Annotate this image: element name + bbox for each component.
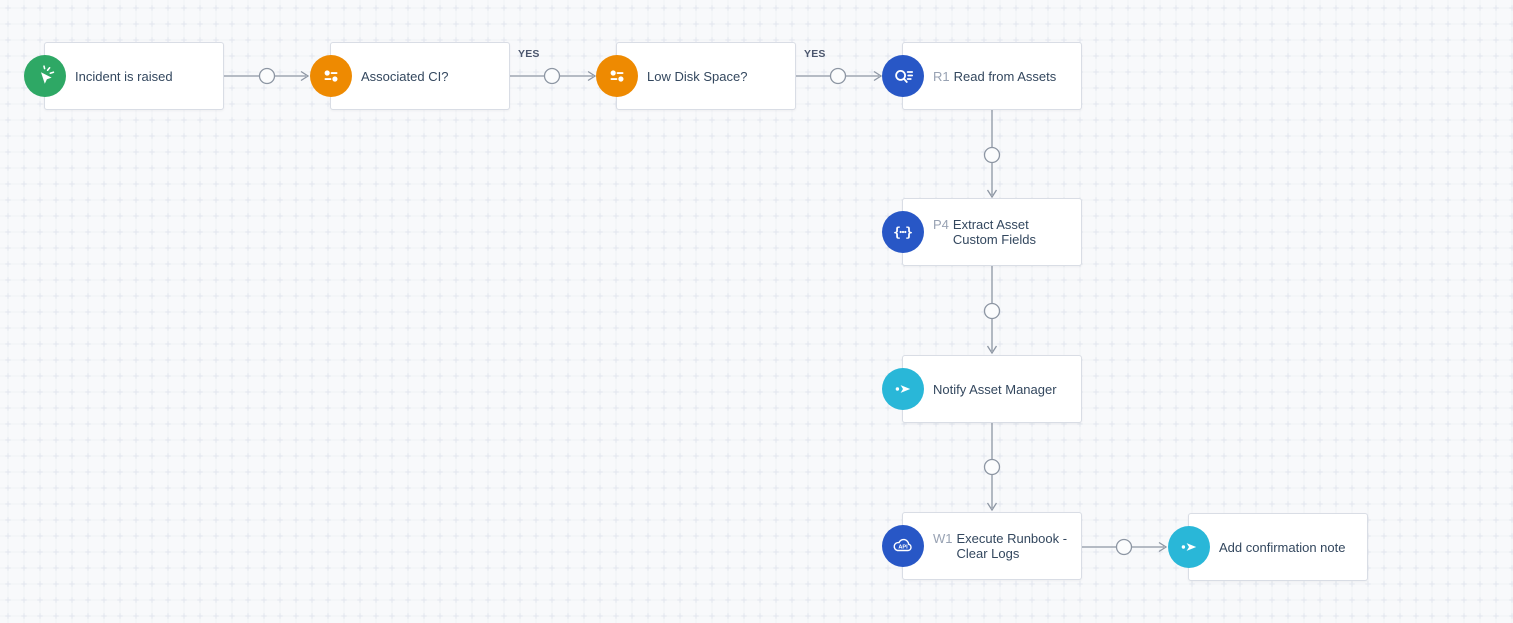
node-label-wrap: R1 Read from Assets — [933, 69, 1056, 84]
node-read-from-assets[interactable]: R1 Read from Assets — [882, 42, 1082, 110]
node-low-disk-space[interactable]: Low Disk Space? — [596, 42, 796, 110]
node-add-confirmation-note[interactable]: Add confirmation note — [1168, 513, 1368, 581]
condition-sliders-icon — [310, 55, 352, 97]
parse-braces-icon: { } — [882, 211, 924, 253]
node-label-wrap: W1 Execute Runbook - Clear Logs — [933, 531, 1073, 561]
edge-reader-parser — [983, 110, 1001, 199]
edge-insert-handle[interactable] — [983, 302, 1001, 320]
node-label-wrap: Associated CI? — [361, 69, 448, 84]
edge-insert-handle[interactable] — [543, 67, 561, 85]
arrowhead-icon — [300, 70, 310, 82]
node-execute-runbook-clear-logs[interactable]: API W1 Execute Runbook - Clear Logs — [882, 512, 1082, 580]
node-label: Read from Assets — [953, 68, 1057, 84]
edge-insert-handle[interactable] — [983, 458, 1001, 476]
arrowhead-icon — [986, 345, 998, 355]
node-label: Associated CI? — [361, 68, 449, 84]
edge-trigger-cond1 — [224, 67, 310, 85]
node-incident-is-raised[interactable]: Incident is raised — [24, 42, 224, 110]
condition-sliders-icon — [596, 55, 638, 97]
node-label-wrap: Low Disk Space? — [647, 69, 747, 84]
svg-text:API: API — [898, 544, 908, 550]
edge-label-yes-2: YES — [804, 48, 826, 60]
arrowhead-icon — [986, 502, 998, 512]
edge-insert-handle[interactable] — [1115, 538, 1133, 556]
svg-text:}: } — [905, 226, 913, 241]
edge-insert-handle[interactable] — [829, 67, 847, 85]
edge-insert-handle[interactable] — [258, 67, 276, 85]
edge-parser-action1 — [983, 266, 1001, 355]
node-label: Execute Runbook - Clear Logs — [956, 531, 1068, 561]
trigger-spark-icon — [24, 55, 66, 97]
node-label-wrap: Incident is raised — [75, 69, 173, 84]
edge-insert-handle[interactable] — [983, 146, 1001, 164]
send-arrow-icon — [1168, 526, 1210, 568]
search-assets-icon — [882, 55, 924, 97]
node-label-wrap: Add confirmation note — [1219, 540, 1345, 555]
edge-action1-webhook — [983, 423, 1001, 512]
svg-text:{: { — [893, 226, 901, 241]
node-label: Low Disk Space? — [647, 68, 748, 84]
node-label: Incident is raised — [75, 68, 173, 84]
edge-webhook-action2 — [1082, 538, 1168, 556]
node-extract-asset-custom-fields[interactable]: { } P4 Extract Asset Custom Fields — [882, 198, 1082, 266]
arrowhead-icon — [986, 189, 998, 199]
cloud-api-icon: API — [882, 525, 924, 567]
arrowhead-icon — [873, 70, 883, 82]
edge-cond2-reader — [795, 67, 883, 85]
node-prefix: P4 — [933, 217, 949, 232]
arrowhead-icon — [587, 70, 597, 82]
node-label: Add confirmation note — [1219, 539, 1346, 555]
node-label: Extract Asset Custom Fields — [952, 217, 1036, 247]
edge-cond1-cond2 — [510, 67, 597, 85]
node-notify-asset-manager[interactable]: Notify Asset Manager — [882, 355, 1082, 423]
send-arrow-icon — [882, 368, 924, 410]
node-prefix: R1 — [933, 68, 950, 84]
arrowhead-icon — [1158, 541, 1168, 553]
node-label-wrap: P4 Extract Asset Custom Fields — [933, 217, 1073, 247]
node-associated-ci[interactable]: Associated CI? — [310, 42, 510, 110]
node-label: Notify Asset Manager — [933, 381, 1057, 397]
edge-label-yes-1: YES — [518, 48, 540, 60]
node-prefix: W1 — [933, 531, 953, 546]
node-label-wrap: Notify Asset Manager — [933, 382, 1057, 397]
